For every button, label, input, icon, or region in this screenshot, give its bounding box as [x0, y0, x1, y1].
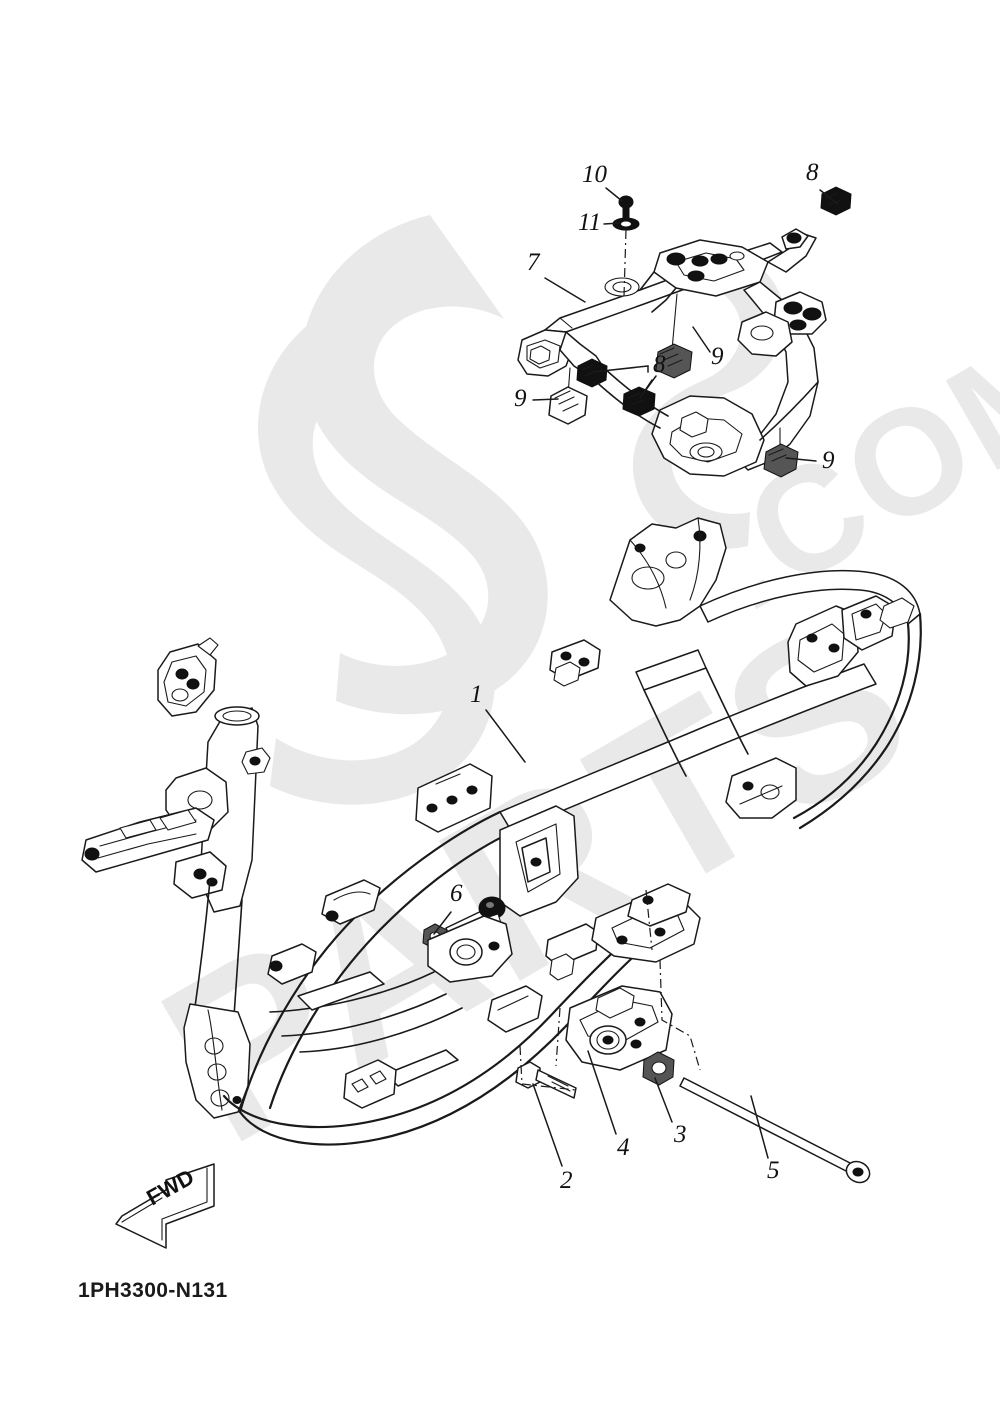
sub-frame-rear-assembly — [517, 186, 852, 478]
damper-rubber-9-right — [763, 427, 799, 478]
main-frame-comp — [81, 517, 922, 1184]
bracket-center-small — [545, 923, 599, 981]
front-head-gusset — [609, 517, 727, 627]
diagram-part-number: 1PH3300-N131 — [78, 1279, 228, 1302]
bracket-engine-mount — [565, 985, 673, 1071]
callout-9-left: 9 — [514, 385, 527, 412]
callout-1: 1 — [470, 681, 483, 708]
bolt-small-upper-10 — [618, 195, 634, 221]
callout-numbers: 1 2 3 4 5 6 7 8 8 9 9 9 10 11 — [450, 159, 835, 1194]
tab-lower-mid — [267, 943, 317, 985]
clip-mount-8-mid — [622, 386, 656, 417]
callout-11: 11 — [578, 209, 601, 236]
tab-lower-right — [487, 985, 543, 1033]
damper-rubber-9-center — [655, 293, 693, 379]
gusset-center-fin — [499, 805, 579, 917]
frame-floor-left — [183, 1003, 251, 1119]
callout-8-mid: 8 — [653, 351, 666, 378]
clip-bottom-center — [343, 1059, 397, 1109]
callout-6: 6 — [450, 880, 463, 907]
washer-plain-11 — [612, 217, 640, 231]
bracket-kickstand-mount — [427, 915, 513, 983]
bracket-rail-left — [549, 639, 601, 687]
clip-mount-8-left — [576, 358, 608, 388]
bracket-left-mid-tab — [321, 879, 381, 925]
callout-5: 5 — [767, 1157, 780, 1184]
callout-9-right: 9 — [822, 447, 835, 474]
callout-9-center: 9 — [711, 343, 724, 370]
bracket-rear-right — [787, 595, 915, 687]
bracket-engine-mount-upper — [591, 883, 701, 963]
callout-3: 3 — [673, 1121, 687, 1148]
shaft-pivot-bolt — [679, 1077, 871, 1184]
callout-7: 7 — [527, 249, 541, 276]
clip-mount-8-top — [820, 186, 852, 216]
callout-leaders — [433, 187, 839, 1167]
callout-4: 4 — [617, 1134, 630, 1161]
bracket-mid-right — [725, 757, 797, 819]
damper-rubber-9-left — [548, 367, 588, 425]
bracket-lower-left-plate — [415, 763, 493, 833]
callout-2: 2 — [560, 1167, 573, 1194]
fwd-orientation-marker: FWD — [115, 1163, 215, 1249]
steering-head-tube — [81, 637, 271, 1017]
callout-10: 10 — [582, 161, 608, 188]
callout-8-top: 8 — [806, 159, 819, 186]
nut-self-locking — [642, 1051, 675, 1086]
bolt-flange — [515, 1061, 577, 1099]
